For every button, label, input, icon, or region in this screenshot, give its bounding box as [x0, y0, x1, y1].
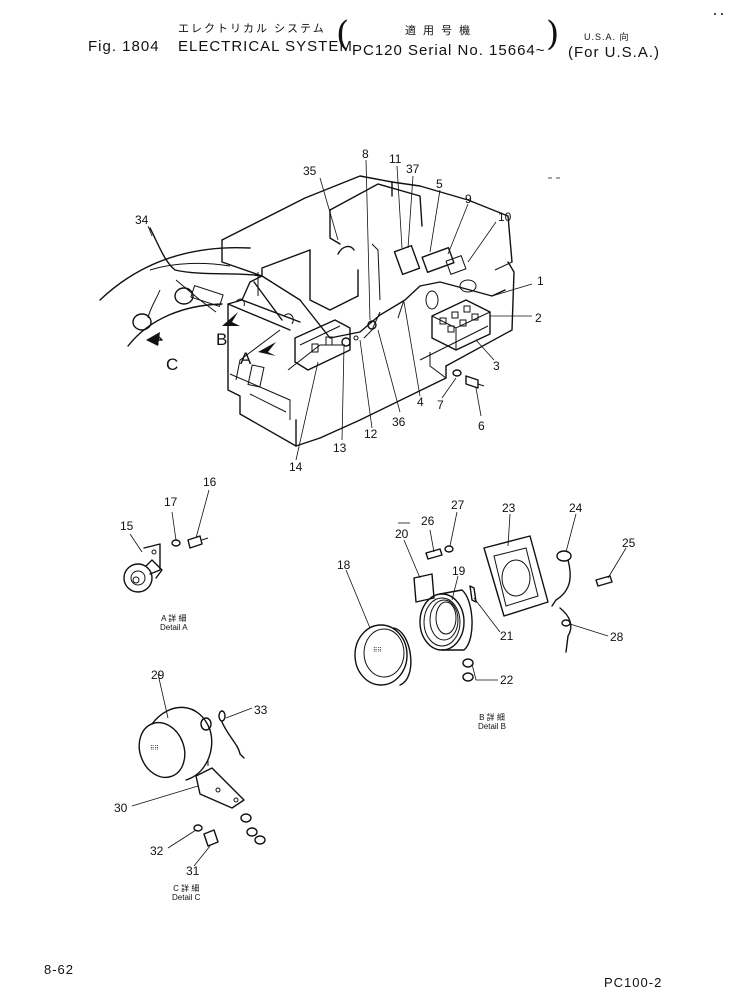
part-number-1: 1 — [537, 274, 544, 288]
part-number-17: 17 — [164, 495, 178, 509]
part-number-29: 29 — [151, 668, 165, 682]
boom-outline — [99, 246, 251, 347]
part-number-35: 35 — [303, 164, 317, 178]
title-japanese: エレクトリカル システム — [178, 23, 326, 35]
close-paren: ) — [546, 14, 560, 54]
page-title: ELECTRICAL SYSTEM — [178, 38, 353, 55]
main-components — [132, 244, 491, 389]
detail-b-en: Detail B — [478, 722, 507, 731]
part-number-16: 16 — [203, 475, 217, 489]
part-number-33: 33 — [254, 703, 268, 717]
part-number-27: 27 — [451, 498, 465, 512]
wiring-harness — [147, 227, 506, 381]
part-number-23: 23 — [502, 501, 516, 515]
detail-c-jp: C 詳 細 — [173, 884, 200, 893]
part-number-12: 12 — [364, 427, 378, 441]
detail-b-lamp: ⠿⠿ — [345, 511, 627, 686]
part-number-15: 15 — [120, 519, 134, 533]
detail-a-caption: A 詳 細 Detail A — [160, 614, 188, 632]
part-number-8: 8 — [362, 147, 369, 161]
model-code: PC100-2 — [604, 975, 663, 988]
detail-a-jp: A 詳 細 — [161, 614, 187, 623]
part-number-13: 13 — [333, 441, 347, 455]
region-japanese: U.S.A. 向 — [584, 32, 630, 42]
part-number-labels: 1 2 3 4 5 6 7 8 9 10 11 12 13 14 15 16 1… — [114, 147, 636, 878]
part-number-20: 20 — [395, 527, 409, 541]
detail-b-jp: B 詳 細 — [479, 713, 505, 722]
page-number: 8-62 — [44, 962, 75, 977]
view-letter-c: C — [166, 355, 178, 374]
part-number-10: 10 — [498, 210, 512, 224]
part-number-34: 34 — [135, 213, 149, 227]
open-paren: ( — [336, 14, 350, 54]
part-number-9: 9 — [465, 192, 472, 206]
part-number-5: 5 — [436, 177, 443, 191]
part-number-6: 6 — [478, 419, 485, 433]
part-number-19: 19 — [452, 564, 466, 578]
part-number-21: 21 — [500, 629, 514, 643]
part-number-7: 7 — [437, 398, 444, 412]
figure-label: Fig. 1804 — [88, 38, 160, 55]
applicable-japanese: 適 用 号 機 — [405, 25, 473, 37]
part-number-24: 24 — [569, 501, 583, 515]
svg-text:⠿⠿: ⠿⠿ — [150, 745, 159, 752]
part-number-14: 14 — [289, 460, 303, 474]
machine-body-outline — [221, 175, 515, 447]
detail-b-caption: B 詳 細 Detail B — [478, 713, 506, 731]
view-letter-b: B — [216, 330, 227, 349]
part-number-22: 22 — [500, 673, 514, 687]
detail-c-en: Detail C — [172, 893, 201, 902]
part-number-37: 37 — [406, 162, 420, 176]
serial-range: PC120 Serial No. 15664~ — [352, 42, 546, 59]
part-number-30: 30 — [114, 801, 128, 815]
svg-text:⠿⠿: ⠿⠿ — [373, 647, 382, 654]
part-number-36: 36 — [392, 415, 406, 429]
print-marks — [398, 13, 723, 524]
detail-c-work-lamp: ⠿⠿ — [131, 673, 266, 867]
detail-a-horn — [123, 489, 210, 593]
part-number-18: 18 — [337, 558, 351, 572]
part-number-3: 3 — [493, 359, 500, 373]
view-letter-a: A — [240, 349, 252, 368]
detail-a-en: Detail A — [160, 623, 188, 632]
view-arrows — [146, 281, 283, 356]
part-number-26: 26 — [421, 514, 435, 528]
region-label: (For U.S.A.) — [568, 44, 661, 61]
part-number-31: 31 — [186, 864, 200, 878]
part-number-11: 11 — [389, 152, 402, 166]
leader-lines-main — [147, 159, 533, 461]
part-number-32: 32 — [150, 844, 164, 858]
part-number-2: 2 — [535, 311, 542, 325]
part-number-28: 28 — [610, 630, 624, 644]
part-number-25: 25 — [622, 536, 636, 550]
detail-c-caption: C 詳 細 Detail C — [172, 884, 200, 902]
part-number-4: 4 — [417, 395, 424, 409]
